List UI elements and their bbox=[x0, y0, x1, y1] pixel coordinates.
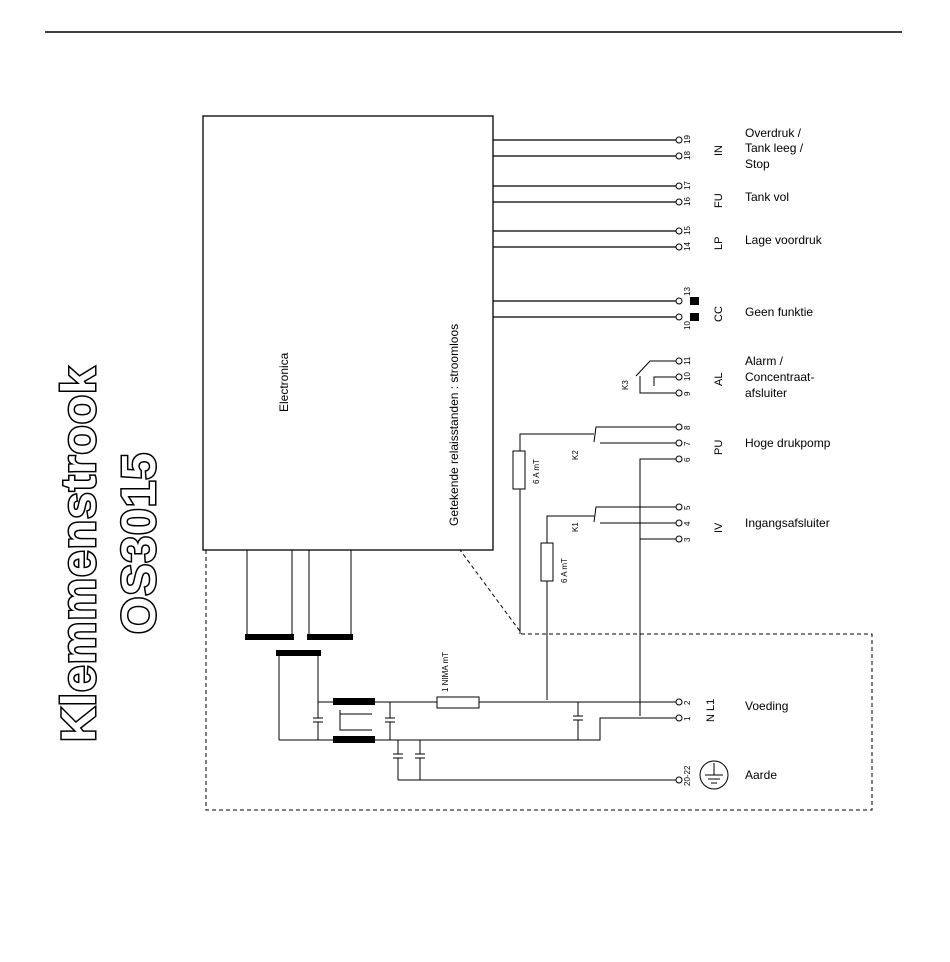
signal-wires bbox=[493, 139, 676, 318]
relay-k1: K1 bbox=[546, 506, 676, 700]
terminal-5: 5 bbox=[683, 505, 692, 510]
terminal-points bbox=[675, 136, 683, 784]
fuse-main-label: 1 NIMA mT bbox=[441, 652, 450, 692]
relay-k3: K3 bbox=[621, 360, 676, 394]
code-fu: FU bbox=[713, 193, 725, 208]
earth-icon bbox=[699, 760, 729, 790]
desc-power: Voeding bbox=[745, 699, 788, 713]
electronics-label: Electronica bbox=[277, 352, 291, 412]
relay-state-note: Getekende relaisstanden : stroomloos bbox=[447, 324, 461, 526]
title-line1: Klemmenstrook bbox=[53, 366, 106, 742]
code-cc: CC bbox=[713, 306, 725, 322]
desc-in-3: Stop bbox=[745, 157, 770, 171]
desc-lp: Lage voordruk bbox=[745, 233, 823, 247]
title-line2: OS3015 bbox=[113, 452, 166, 634]
terminal-17: 17 bbox=[683, 181, 692, 190]
terminal-numbers: 19 18 17 16 15 14 13 10 11 10 9 8 7 6 5 … bbox=[683, 135, 692, 786]
code-al: AL bbox=[713, 373, 725, 386]
desc-in-2: Tank leeg / bbox=[745, 141, 804, 155]
fuse-k2 bbox=[512, 450, 526, 490]
terminal-4: 4 bbox=[683, 521, 692, 526]
transformer bbox=[245, 550, 353, 740]
terminal-9: 9 bbox=[683, 391, 692, 396]
desc-al-3: afsluiter bbox=[745, 386, 787, 400]
code-iv: IV bbox=[713, 522, 725, 533]
desc-al-1: Alarm / bbox=[745, 354, 784, 368]
code-pu: PU bbox=[713, 440, 725, 455]
cc-jumper-top bbox=[690, 297, 699, 305]
desc-in-1: Overdruk / bbox=[745, 126, 802, 140]
descriptions: Overdruk / Tank leeg / Stop Tank vol Lag… bbox=[745, 126, 831, 782]
desc-iv: Ingangsafsluiter bbox=[745, 516, 830, 530]
code-in: IN bbox=[713, 145, 725, 156]
terminal-19: 19 bbox=[683, 135, 692, 144]
desc-fu: Tank vol bbox=[745, 190, 789, 204]
line-filter bbox=[279, 698, 676, 781]
desc-cc: Geen funktie bbox=[745, 305, 813, 319]
terminal-7: 7 bbox=[683, 441, 692, 446]
terminal-6: 6 bbox=[683, 457, 692, 462]
fuse-k1 bbox=[540, 542, 554, 582]
cc-jumper-bottom bbox=[690, 313, 699, 321]
terminal-15: 15 bbox=[683, 226, 692, 235]
terminal-18: 18 bbox=[683, 151, 692, 160]
terminal-10: 10 bbox=[683, 372, 692, 381]
electronics-box bbox=[202, 115, 494, 551]
relay-k2: K2 bbox=[519, 426, 676, 716]
fuse-main bbox=[436, 696, 480, 709]
fuse-k1-label: 6 A mT bbox=[560, 558, 569, 583]
relay-k3-label: K3 bbox=[621, 380, 630, 390]
relay-k2-label: K2 bbox=[571, 450, 580, 460]
terminal-1: 1 bbox=[683, 716, 692, 721]
terminal-3: 3 bbox=[683, 537, 692, 542]
terminal-11: 11 bbox=[683, 356, 692, 365]
desc-pu: Hoge drukpomp bbox=[745, 436, 831, 450]
terminal-20-22: 20-22 bbox=[683, 765, 692, 786]
terminal-cc-10: 10 bbox=[683, 321, 692, 330]
terminal-8: 8 bbox=[683, 425, 692, 430]
fuse-k2-label: 6 A mT bbox=[532, 459, 541, 484]
desc-earth: Aarde bbox=[745, 768, 777, 782]
terminal-2: 2 bbox=[683, 700, 692, 705]
code-lp: LP bbox=[713, 237, 725, 250]
relay-k1-label: K1 bbox=[571, 522, 580, 532]
group-codes: IN FU LP CC AL PU IV N L1 bbox=[705, 145, 725, 722]
terminal-14: 14 bbox=[683, 242, 692, 251]
code-power: N L1 bbox=[705, 699, 717, 722]
terminal-16: 16 bbox=[683, 197, 692, 206]
terminal-13: 13 bbox=[683, 287, 692, 296]
desc-al-2: Concentraat- bbox=[745, 370, 814, 384]
